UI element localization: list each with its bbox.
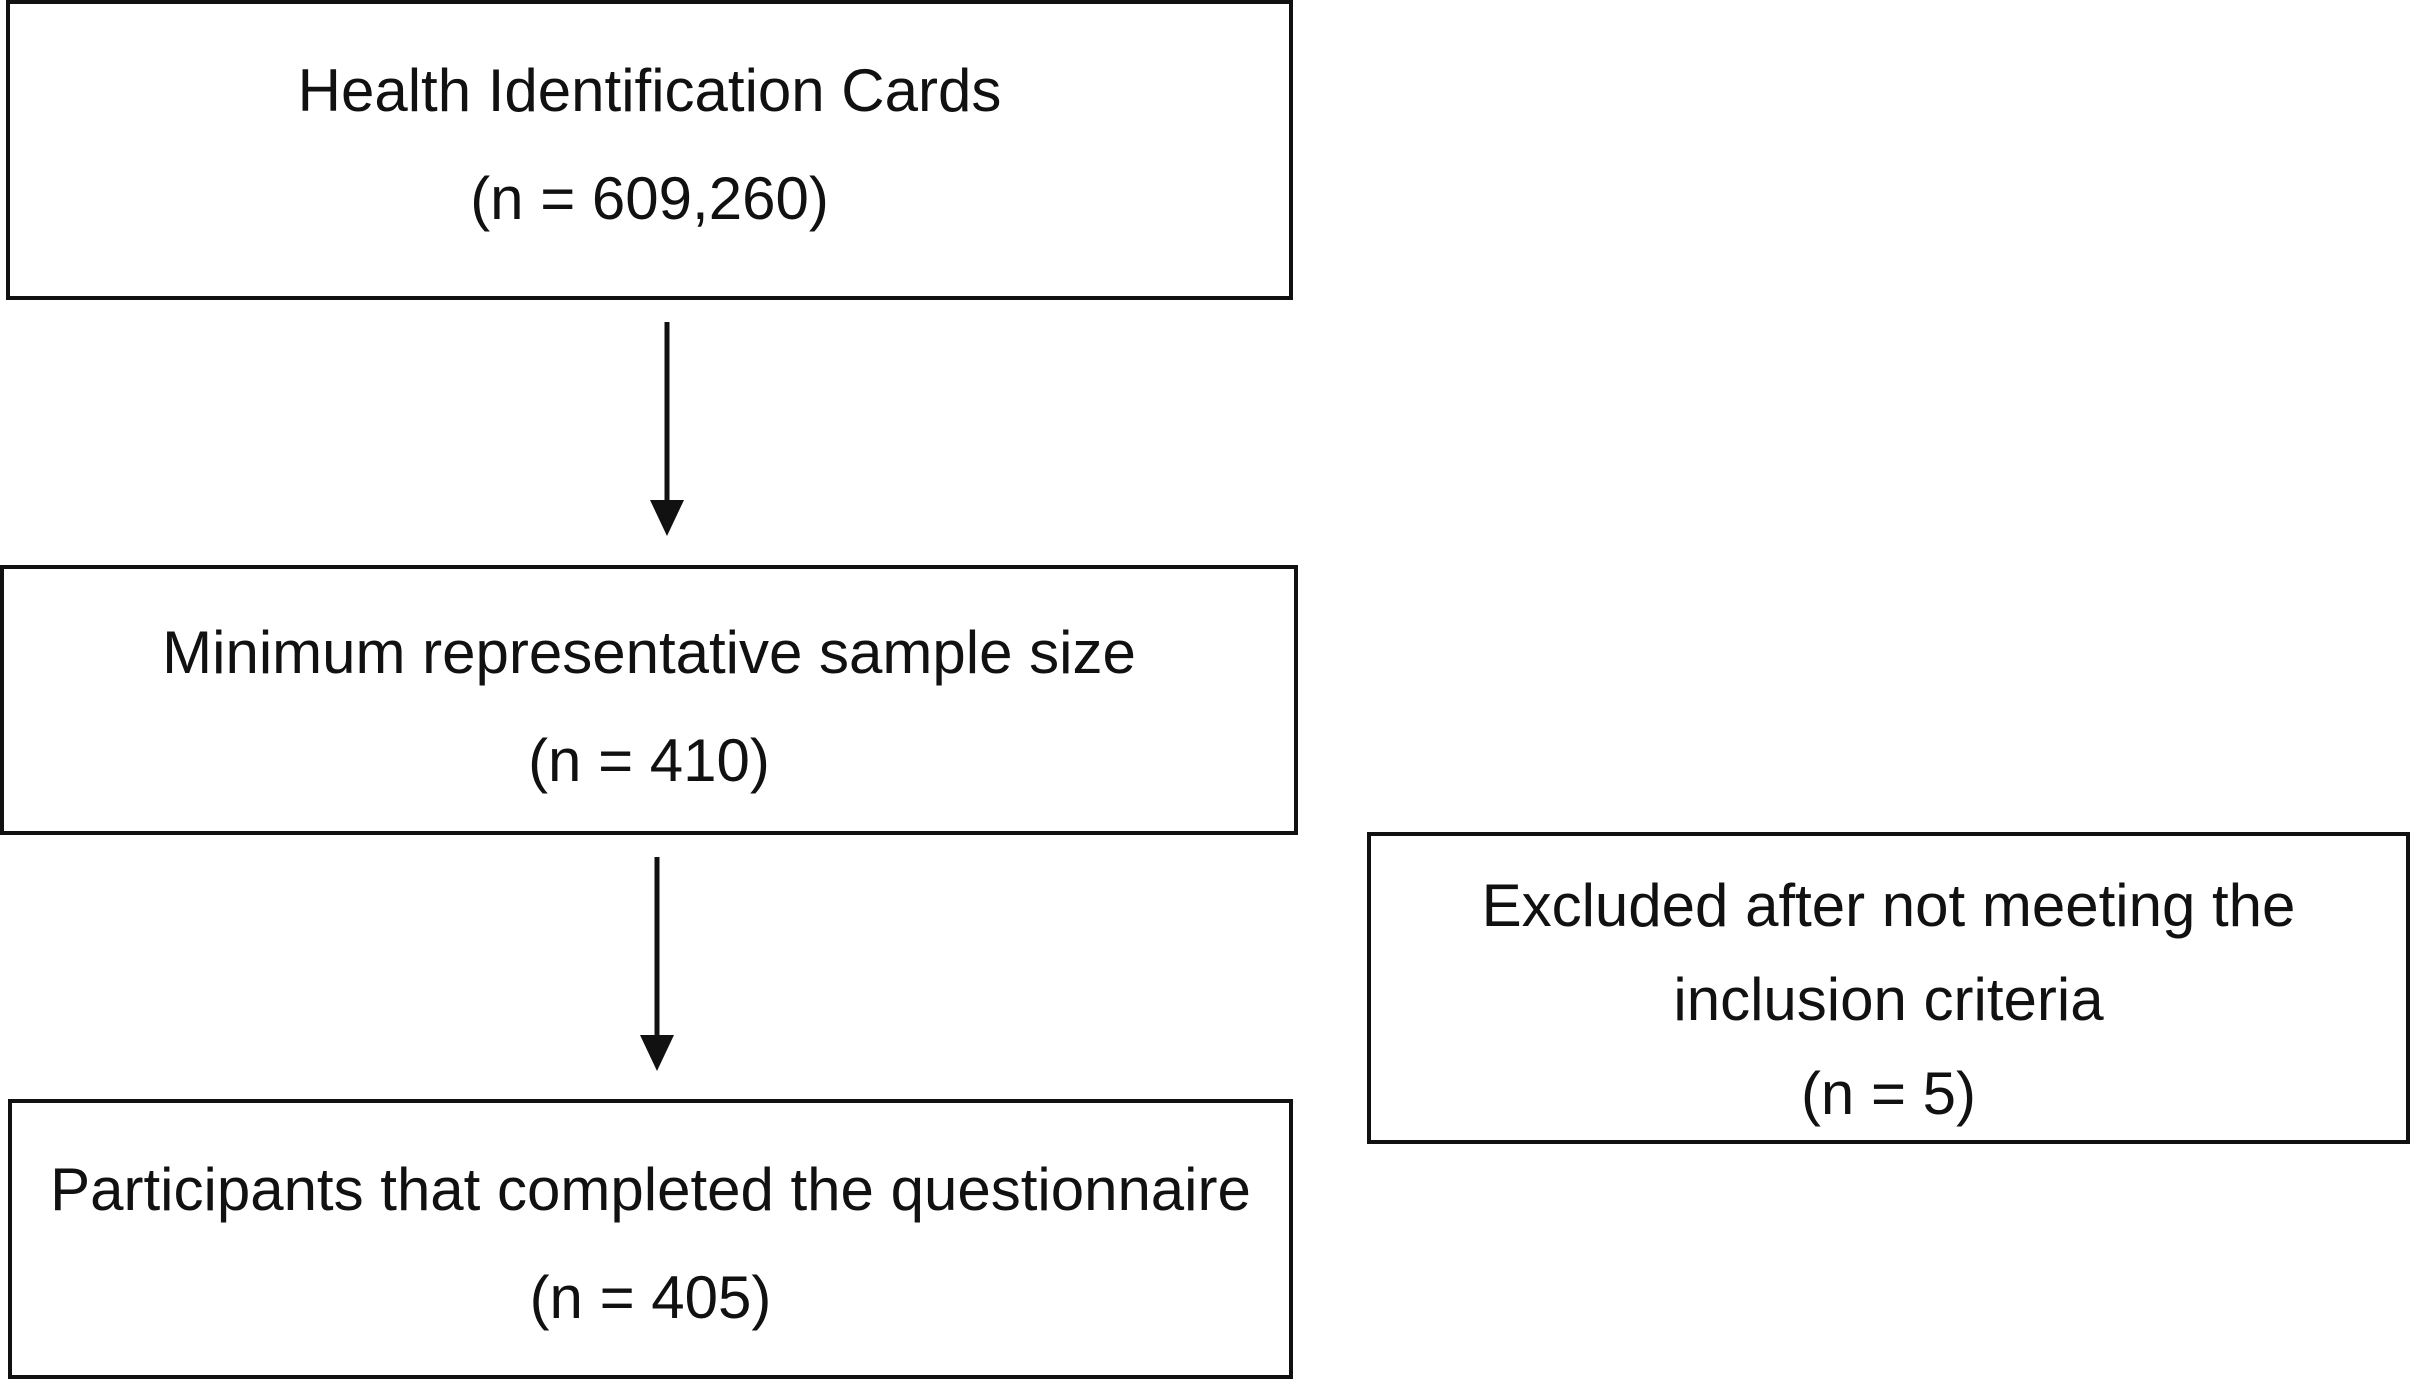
box-title: Health Identification Cards <box>297 57 1002 124</box>
box-health-identification-cards: Health Identification Cards (n = 609,260… <box>6 0 1293 300</box>
box-participants-completed: Participants that completed the question… <box>8 1099 1293 1379</box>
arrow-down-2 <box>640 857 674 1071</box>
box-count: (n = 5) <box>1800 1060 1977 1127</box>
box-excluded: Excluded after not meeting the inclusion… <box>1367 832 2410 1144</box>
box-minimum-sample-size: Minimum representative sample size (n = … <box>0 565 1298 835</box>
box-count: (n = 410) <box>528 727 770 794</box>
box-title: Participants that completed the question… <box>50 1156 1251 1223</box>
box-count: (n = 609,260) <box>470 165 829 232</box>
box-count: (n = 405) <box>529 1264 772 1331</box>
box-title-line-2: inclusion criteria <box>1673 966 2104 1033</box>
box-title-line-1: Excluded after not meeting the <box>1481 872 2296 939</box>
box-title: Minimum representative sample size <box>162 619 1136 686</box>
arrow-down-1 <box>650 322 684 536</box>
